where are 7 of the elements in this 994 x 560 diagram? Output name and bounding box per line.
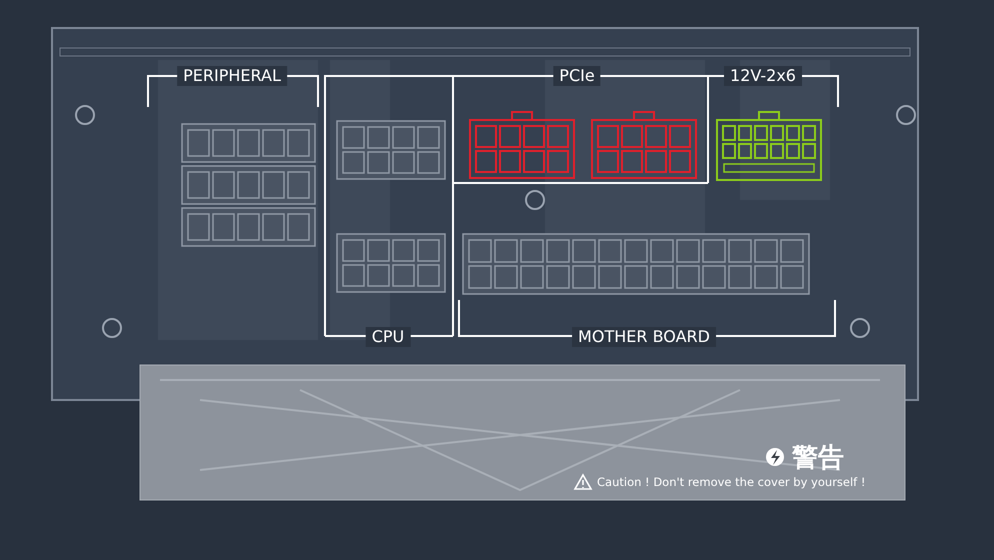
bracket-label: MOTHER BOARD: [572, 327, 716, 347]
warning-heading: 警告: [792, 442, 844, 475]
bracket-label: PERIPHERAL: [177, 66, 287, 86]
bracket-label: CPU: [366, 327, 410, 347]
caution-note: Caution ! Don't remove the cover by yourself !: [597, 475, 866, 489]
bracket-label: PCIe: [553, 66, 601, 86]
bracket-label: 12V-2x6: [724, 66, 802, 86]
